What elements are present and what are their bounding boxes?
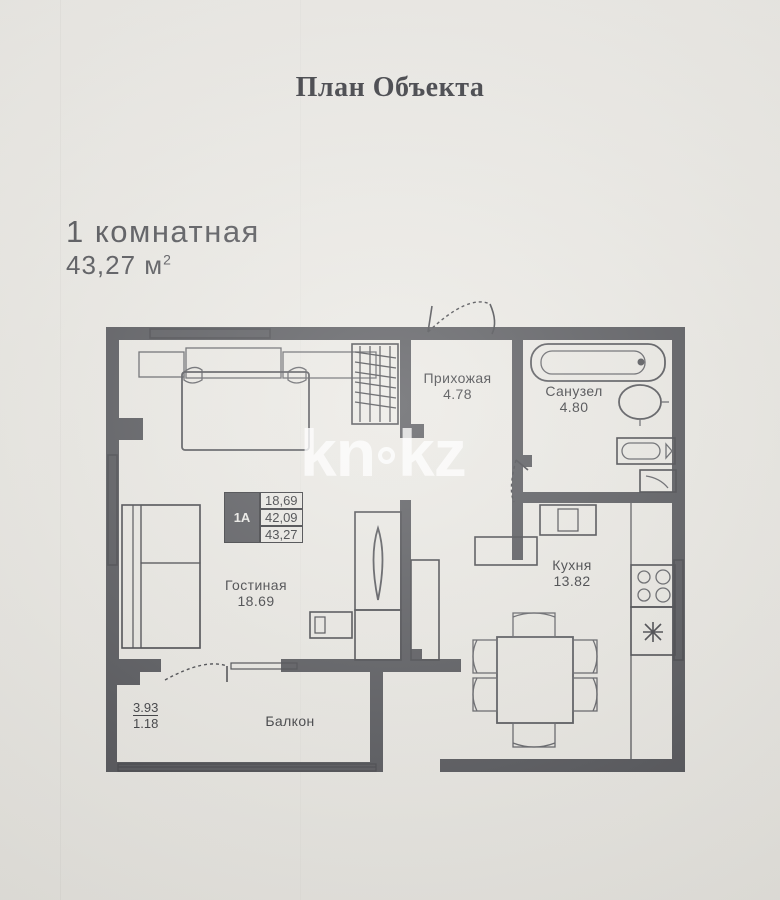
total-area-label: 43,27 м2 bbox=[66, 249, 172, 280]
bathtub-icon bbox=[530, 343, 666, 382]
room-label-balcony: Балкон bbox=[265, 713, 315, 729]
info-row-2: 43,27 bbox=[260, 526, 303, 543]
room-label-hallway: Прихожая 4.78 bbox=[423, 370, 492, 402]
sink-icon bbox=[618, 384, 669, 426]
kitchen-cabinet-icon bbox=[474, 504, 597, 566]
apartment-info-table: 1А 18,69 42,09 43,27 bbox=[224, 492, 303, 543]
plan-subtitle: 1 комнатная 43,27 м2 bbox=[66, 214, 260, 281]
washing-machine-icon bbox=[616, 437, 676, 465]
balcony-area-net: 1.18 bbox=[133, 716, 159, 732]
balcony-dimensions: 3.93 1.18 bbox=[133, 700, 159, 732]
wardrobe-icon bbox=[354, 511, 440, 661]
wardrobe-icon bbox=[351, 343, 399, 425]
info-row-1: 42,09 bbox=[260, 509, 303, 526]
table-row: 42,09 bbox=[224, 509, 303, 526]
room-label-living: Гостиная 18.69 bbox=[225, 577, 287, 609]
apartment-tag: 1А bbox=[224, 492, 260, 543]
door-swing-icon bbox=[510, 459, 529, 503]
table-row: 1А 18,69 bbox=[224, 492, 303, 543]
interior-walls bbox=[119, 340, 677, 661]
toilet-icon bbox=[639, 469, 677, 493]
sofa-icon bbox=[121, 504, 201, 649]
balcony-area-gross: 3.93 bbox=[133, 700, 159, 717]
coffee-table-icon bbox=[309, 611, 353, 639]
stove-icon bbox=[630, 564, 676, 608]
dining-table-icon bbox=[496, 636, 574, 724]
bed-icon bbox=[138, 347, 377, 451]
room-label-kitchen: Кухня 13.82 bbox=[552, 557, 592, 589]
page-title: План Объекта bbox=[295, 72, 485, 103]
door-swing-icon bbox=[427, 301, 496, 335]
door-swing-icon bbox=[164, 662, 298, 682]
room-label-bathroom: Санузел 4.80 bbox=[545, 383, 603, 415]
chair-icon bbox=[472, 612, 598, 748]
kitchen-sink-icon bbox=[630, 606, 676, 656]
table-row: 43,27 bbox=[224, 526, 303, 543]
room-count-label: 1 комнатная bbox=[66, 214, 260, 249]
info-row-0: 18,69 bbox=[260, 492, 303, 509]
window-icon bbox=[107, 328, 684, 772]
